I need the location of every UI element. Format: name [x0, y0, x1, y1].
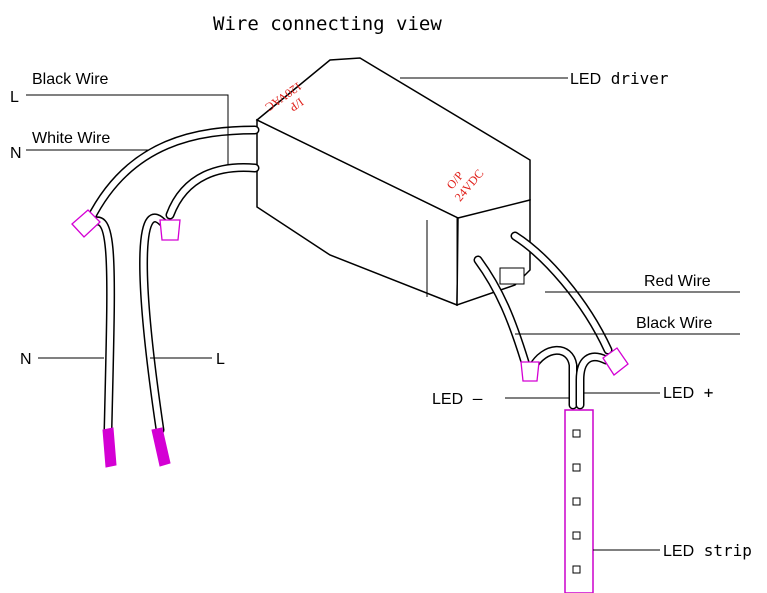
- label-neutral-input: N: [10, 145, 22, 162]
- label-led-plus-prefix: LED: [663, 385, 694, 402]
- leader-lines: [26, 77, 740, 551]
- label-led-minus-prefix: LED: [432, 391, 463, 408]
- label-led-driver: LED driver: [570, 69, 669, 88]
- input-connector-left: [71, 209, 101, 238]
- diagram-title: Wire connecting view: [213, 13, 442, 35]
- label-led-minus: LED –: [432, 389, 483, 408]
- led-chip: [572, 565, 581, 574]
- label-red-wire: Red Wire: [644, 273, 711, 290]
- led-strip: [564, 409, 594, 593]
- label-led-driver-suffix: driver: [601, 69, 669, 88]
- stripped-end-live: [151, 427, 171, 467]
- output-connector-left: [520, 361, 540, 382]
- led-chip: [572, 531, 581, 540]
- led-chip: [572, 463, 581, 472]
- label-live-lead: L: [216, 351, 225, 368]
- label-led-driver-prefix: LED: [570, 71, 601, 88]
- label-black-wire-input: Black Wire: [32, 71, 109, 88]
- label-led-plus: LED +: [663, 383, 713, 402]
- label-black-wire-output: Black Wire: [636, 315, 713, 332]
- label-led-strip-prefix: LED: [663, 543, 694, 560]
- label-live-input: L: [10, 89, 19, 106]
- led-chip: [572, 429, 581, 438]
- input-wires: [83, 125, 260, 435]
- label-led-minus-suffix: –: [463, 389, 483, 408]
- output-connector-right: [602, 347, 629, 376]
- label-led-strip-suffix: strip: [694, 541, 752, 560]
- label-neutral-lead: N: [20, 351, 32, 368]
- output-wires: [473, 231, 613, 410]
- label-white-wire: White Wire: [32, 130, 110, 147]
- input-connector-right: [159, 219, 181, 241]
- stripped-end-neutral: [102, 427, 117, 468]
- label-led-plus-suffix: +: [694, 383, 713, 402]
- label-led-strip: LED strip: [663, 541, 752, 560]
- led-driver-box: [255, 57, 531, 307]
- led-chip: [572, 497, 581, 506]
